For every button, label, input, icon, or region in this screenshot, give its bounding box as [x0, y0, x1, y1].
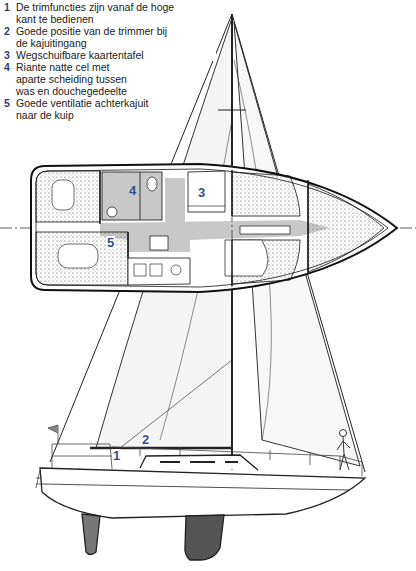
callout-number: 4: [128, 184, 137, 197]
note-number: 1: [4, 1, 16, 13]
callout-number: 5: [106, 236, 115, 249]
callout-number: 1: [112, 449, 121, 462]
note-number: 2: [4, 25, 16, 37]
note-text: Goede positie van de trimmer bij de kaju…: [16, 25, 168, 49]
note-text: De trimfuncties zijn vanaf de hoge kant …: [16, 1, 176, 25]
note-text: Wegschuifbare kaartentafel: [16, 49, 216, 61]
callout-number: 2: [141, 433, 150, 446]
note-number: 5: [4, 97, 16, 109]
note-number: 4: [4, 61, 16, 73]
note-number: 3: [4, 49, 16, 61]
callout-number: 3: [197, 186, 206, 199]
note-text: Riante natte cel met aparte scheiding tu…: [16, 61, 141, 97]
note-text: Goede ventilatie achterkajuit naar de ku…: [16, 97, 151, 121]
